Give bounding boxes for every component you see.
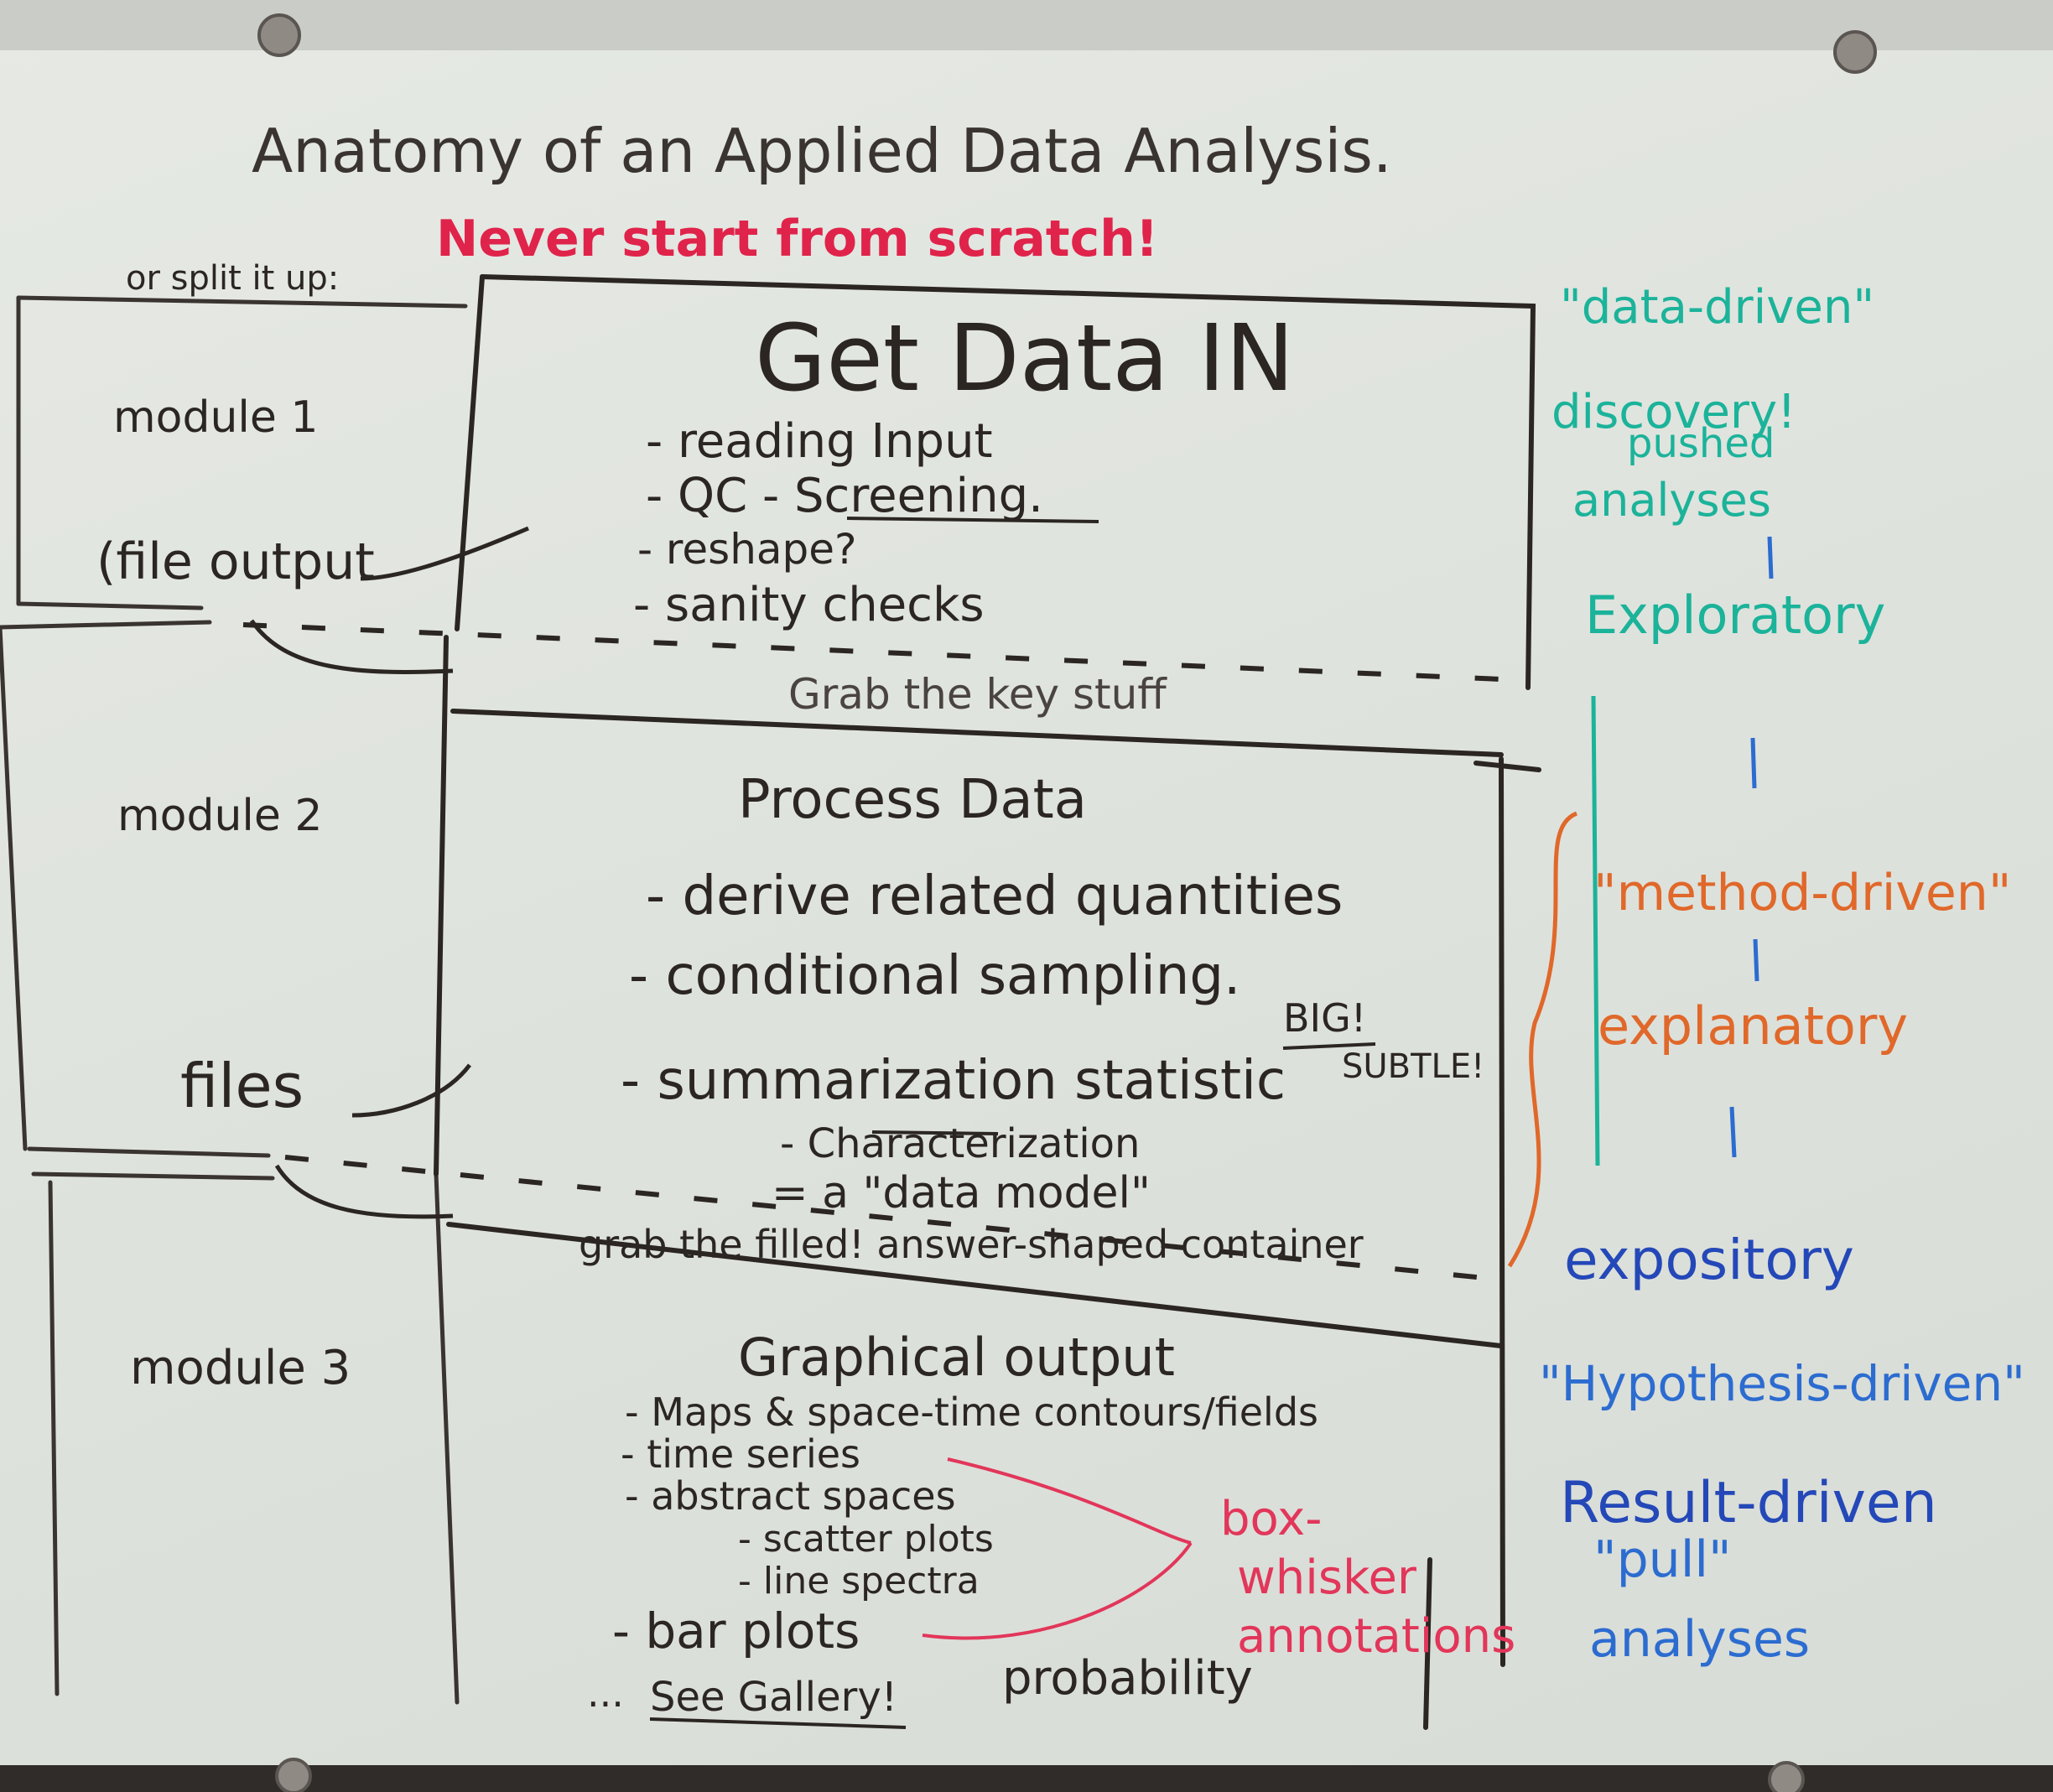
underlines <box>649 517 1376 1729</box>
pushed-label: pushed <box>1627 420 1775 467</box>
flow-arrows <box>1507 536 1774 1268</box>
get-data-heading: Get Data IN <box>755 304 1294 412</box>
result-driven-label: Result-driven <box>1560 1470 1937 1536</box>
graphical-item: - abstract spaces <box>625 1473 956 1519</box>
grab-key-stuff: Grab the key stuff <box>788 670 1167 719</box>
get-data-item: - reshape? <box>637 525 857 574</box>
grab-container: grab the filled! answer-shaped container <box>579 1222 1364 1267</box>
files-label: files <box>180 1051 304 1121</box>
file-output-label: (file output <box>96 532 375 591</box>
graphical-subitem: - scatter plots <box>738 1518 994 1561</box>
main-box-outline <box>434 274 1541 1730</box>
probability-note: probability <box>1002 1651 1253 1706</box>
board-top-edge <box>0 0 2053 50</box>
page-title: Anatomy of an Applied Data Analysis. <box>252 116 1392 186</box>
method-driven-label: "method-driven" <box>1593 864 2011 922</box>
analyses-pull-label: analyses <box>1589 1610 1810 1669</box>
process-subitem: = a "data model" <box>772 1168 1151 1218</box>
process-heading: Process Data <box>738 769 1087 831</box>
get-data-item: - sanity checks <box>633 578 985 632</box>
graphical-item: - Maps & space-time contours/fields <box>625 1389 1318 1435</box>
exploratory-label: Exploratory <box>1585 584 1885 646</box>
module-boxes <box>0 295 468 1705</box>
board-bottom-edge <box>0 1765 2053 1792</box>
tagline: Never start from scratch! <box>436 210 1158 268</box>
expository-label: expository <box>1564 1228 1854 1292</box>
discovery-label: discovery! <box>1551 385 1796 439</box>
gallery-link: See Gallery! <box>650 1674 897 1721</box>
process-subitem: - Characterization <box>780 1120 1140 1167</box>
file-arrows <box>249 526 529 1219</box>
gallery-prefix: ... <box>587 1670 624 1716</box>
mount-screw-icon <box>1768 1761 1805 1792</box>
pull-label: "pull" <box>1593 1530 1732 1589</box>
annotation-bracket <box>922 1457 1193 1640</box>
process-item: - derive related quantities <box>646 865 1343 927</box>
explanatory-label: explanatory <box>1598 995 1908 1057</box>
graphical-subitem: - line spectra <box>738 1560 980 1602</box>
module-1-label: module 1 <box>113 392 319 443</box>
dashed-separator <box>242 622 1502 1281</box>
module-2-label: module 2 <box>117 791 323 841</box>
get-data-item: - QC - Screening. <box>646 469 1043 523</box>
subtle-note: SUBTLE! <box>1342 1047 1484 1086</box>
graphical-heading: Graphical output <box>738 1327 1175 1388</box>
graphical-item: - time series <box>621 1431 860 1477</box>
big-note: BIG! <box>1283 995 1366 1041</box>
process-item: - summarization statistic <box>621 1050 1286 1112</box>
box-whisker-annotation: box- <box>1220 1492 1322 1546</box>
graphical-item: - bar plots <box>612 1602 860 1660</box>
process-item: - conditional sampling. <box>629 945 1240 1007</box>
mount-screw-icon <box>257 13 301 57</box>
hypothesis-driven-label: "Hypothesis-driven" <box>1539 1355 2025 1412</box>
mount-screw-icon <box>1833 30 1877 74</box>
split-note: or split it up: <box>126 259 339 298</box>
get-data-item: - reading Input <box>646 414 993 469</box>
module-3-label: module 3 <box>130 1341 351 1395</box>
mount-screw-icon <box>275 1758 312 1792</box>
box-whisker-annotation: annotations <box>1237 1609 1515 1664</box>
box-whisker-annotation: whisker <box>1237 1550 1417 1605</box>
analyses-push-label: analyses <box>1572 474 1771 527</box>
data-driven-label: "data-driven" <box>1560 280 1874 335</box>
